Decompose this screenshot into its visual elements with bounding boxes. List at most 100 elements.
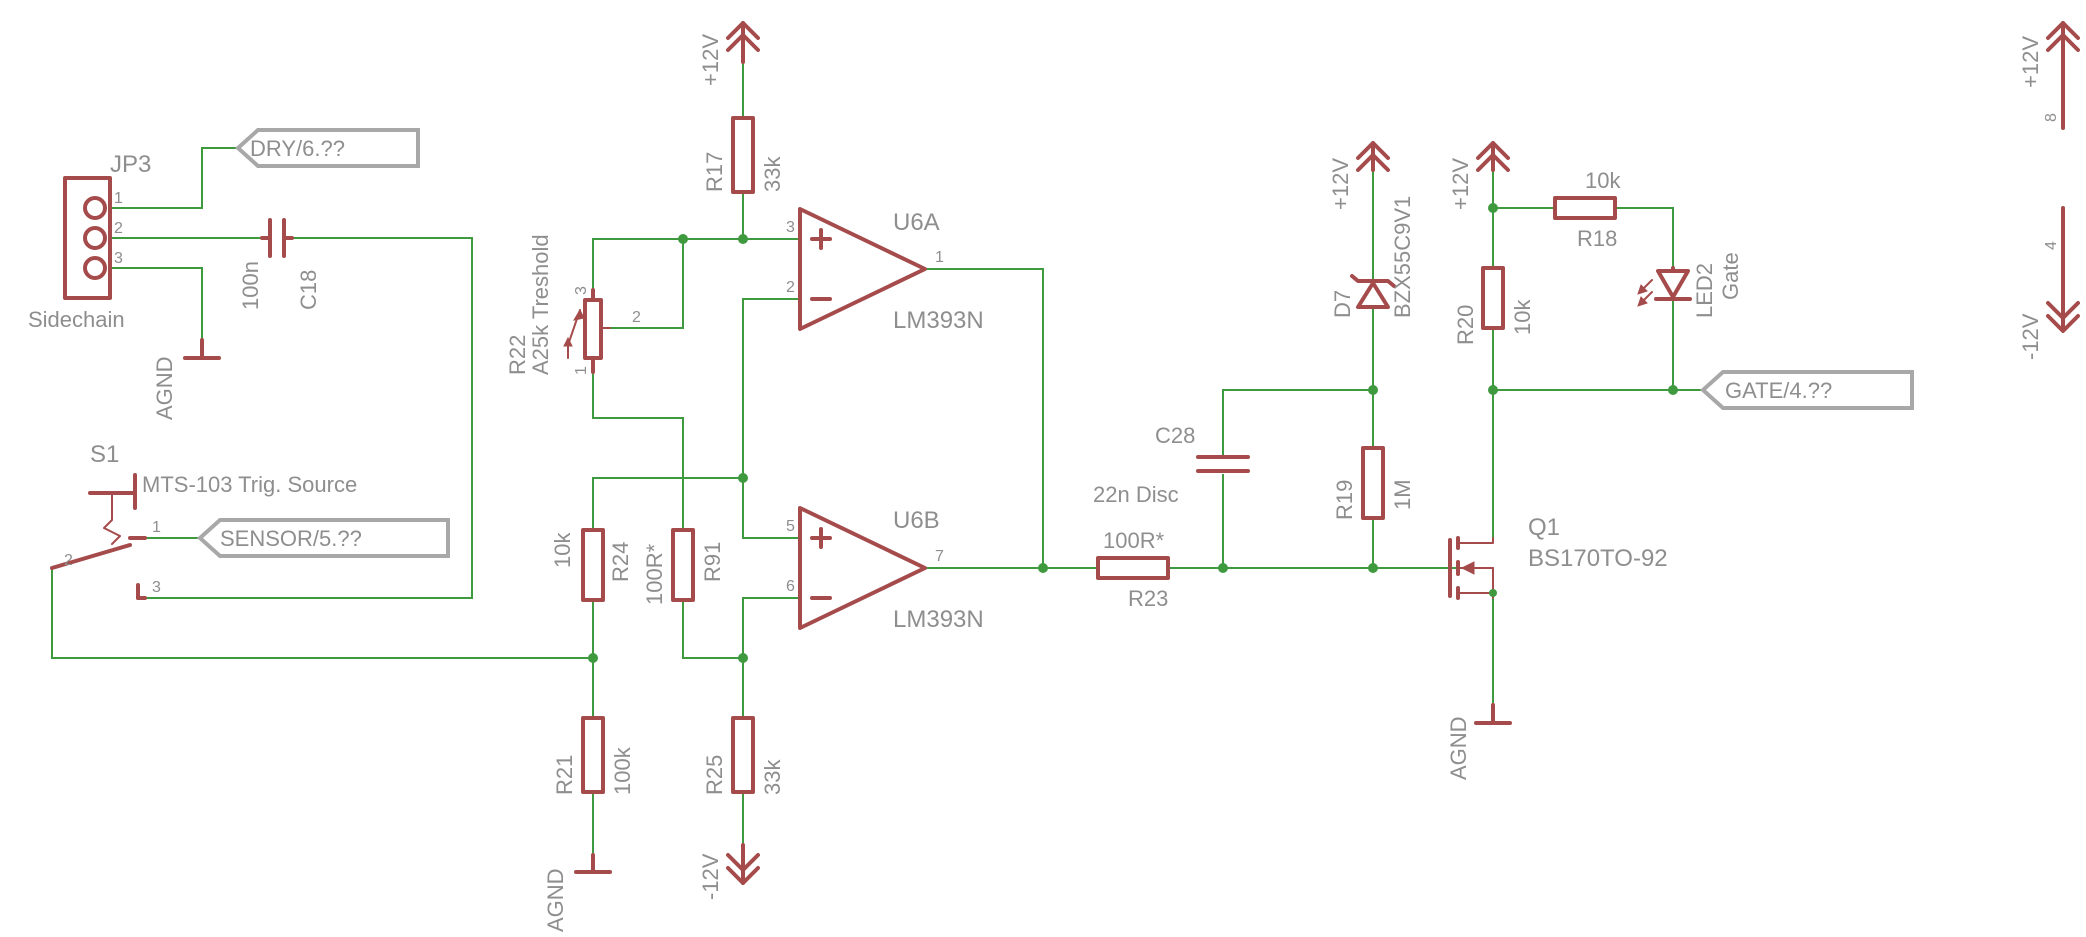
u6b-name: U6B <box>893 507 940 534</box>
jp3-connector[interactable]: JP3 Sidechain 1 2 3 <box>28 151 151 332</box>
sensor-net-flag[interactable]: SENSOR/5.?? <box>197 518 450 558</box>
u6a-name: U6A <box>893 209 940 236</box>
r21-resistor[interactable]: R21 100k <box>552 716 635 795</box>
supply-arrow <box>2046 301 2080 320</box>
u6b-pin-label: 5 <box>786 518 795 535</box>
r22-arrow-head <box>563 336 573 347</box>
q1-source-lead <box>1457 592 1494 599</box>
dry-net-flag[interactable]: DRY/6.?? <box>235 128 420 168</box>
r22-value: A25k Treshold <box>528 234 553 375</box>
u6a-value: LM393N <box>893 307 984 334</box>
dry-flag-shape <box>235 128 420 168</box>
supply-label: +12V <box>1448 158 1473 210</box>
u6a-comparator[interactable]: U6A LM393N 3 2 1 <box>786 207 984 334</box>
r24-resistor[interactable]: 10k R24 <box>550 528 633 602</box>
agnd-label: AGND <box>152 356 177 420</box>
r25-body <box>731 716 755 794</box>
led2-diode[interactable]: LED2 Gate <box>1637 252 1743 318</box>
gate-net-flag[interactable]: GATE/4.?? <box>1700 370 1914 410</box>
supply-label: -12V <box>698 853 723 900</box>
r17-name: R17 <box>702 152 727 192</box>
r17-value: 33k <box>760 156 785 192</box>
wires <box>51 61 1704 869</box>
power-pins-right: +12V 8 4 -12V <box>2018 21 2080 360</box>
junction-dot <box>738 653 748 663</box>
junction-dot <box>1488 385 1498 395</box>
s1-pin-label: 3 <box>152 579 161 596</box>
r24-value: 10k <box>550 532 575 568</box>
c28-capacitor[interactable]: C28 22n Disc <box>1093 423 1250 507</box>
r18-resistor[interactable]: 10k R18 <box>1553 168 1621 251</box>
r23-name: R23 <box>1128 586 1168 611</box>
r19-resistor[interactable]: R19 1M <box>1332 446 1415 520</box>
supply-label: +12V <box>2018 36 2043 88</box>
supply-label: -12V <box>2018 313 2043 360</box>
wire-u6a-minus <box>742 298 801 539</box>
r21-value: 100k <box>610 746 635 795</box>
r23-resistor[interactable]: 100R* R23 <box>1096 528 1170 611</box>
led2-triangle <box>1656 269 1690 299</box>
r22-potentiometer[interactable]: R22 A25k Treshold 1 2 3 <box>505 234 641 375</box>
r22-body <box>583 298 603 360</box>
u6b-pin-label: 7 <box>935 548 944 565</box>
wire-s1-common <box>51 567 594 659</box>
d7-value: BZX55C9V1 <box>1390 196 1415 318</box>
d7-bar <box>1350 274 1396 288</box>
wire-c28-top <box>1222 389 1374 456</box>
r22-adjust-arrowhead <box>572 308 585 321</box>
u6b-value: LM393N <box>893 606 984 633</box>
junction-dot <box>1488 203 1498 213</box>
r18-body <box>1553 196 1617 220</box>
c18-capacitor[interactable]: 100n C18 <box>238 218 321 310</box>
led2-value: Gate <box>1718 252 1743 300</box>
supply-pos-r17: +12V <box>698 21 760 86</box>
jp3-pin-label: 3 <box>114 250 123 267</box>
supply-arrow <box>726 853 760 872</box>
supply-neg-r25: -12V <box>698 843 760 900</box>
junction-dot <box>1668 385 1678 395</box>
q1-drain-lead <box>1457 537 1494 544</box>
wire-u6a-out <box>924 268 1044 569</box>
r24-body <box>581 528 605 602</box>
s1-switch[interactable]: S1 MTS-103 Trig. Source 1 2 3 <box>50 441 357 600</box>
r19-body <box>1361 446 1385 520</box>
r25-name: R25 <box>702 755 727 795</box>
q1-value: BS170TO-92 <box>1528 545 1668 572</box>
r25-resistor[interactable]: R25 33k <box>702 716 785 795</box>
r91-body <box>671 528 695 602</box>
u6b-comparator[interactable]: U6B LM393N 5 6 7 <box>786 506 984 633</box>
agnd-symbol-jp3: AGND <box>152 338 221 420</box>
u6a-body <box>798 207 927 331</box>
r17-resistor[interactable]: R17 33k <box>702 116 785 194</box>
r20-value: 10k <box>1510 299 1535 335</box>
r22-pin-label: 3 <box>573 286 590 295</box>
dry-label: DRY/6.?? <box>250 136 345 161</box>
s1-linkage <box>103 492 121 545</box>
wire-c18-s1 <box>144 237 473 599</box>
r91-name: R91 <box>700 542 725 582</box>
u6b-body <box>798 506 927 630</box>
supply-label: +12V <box>1328 158 1353 210</box>
sensor-flag-shape <box>197 518 450 558</box>
agnd-symbol-r21: AGND <box>543 853 612 932</box>
junction-dot <box>1368 563 1378 573</box>
d7-zener-diode[interactable]: D7 BZX55C9V1 <box>1330 196 1415 318</box>
sensor-label: SENSOR/5.?? <box>220 526 362 551</box>
junction-dot <box>1368 385 1378 395</box>
s1-blade <box>50 543 132 570</box>
d7-triangle <box>1356 281 1390 309</box>
c28-value: 22n Disc <box>1093 482 1179 507</box>
gate-label: GATE/4.?? <box>1725 378 1832 403</box>
r20-resistor[interactable]: R20 10k <box>1453 266 1535 345</box>
c18-value: 100n <box>238 261 263 310</box>
power-pin-label: 4 <box>2043 241 2060 250</box>
s1-name: S1 <box>90 441 119 468</box>
q1-mosfet[interactable]: Q1 BS170TO-92 <box>1448 514 1668 600</box>
wire-r18-right <box>1614 207 1674 269</box>
junction-dot <box>588 653 598 663</box>
r91-resistor[interactable]: 100R* R91 <box>642 528 725 605</box>
c28-name: C28 <box>1155 423 1195 448</box>
led2-name: LED2 <box>1692 263 1717 318</box>
agnd-symbol-q1: AGND <box>1446 703 1512 780</box>
